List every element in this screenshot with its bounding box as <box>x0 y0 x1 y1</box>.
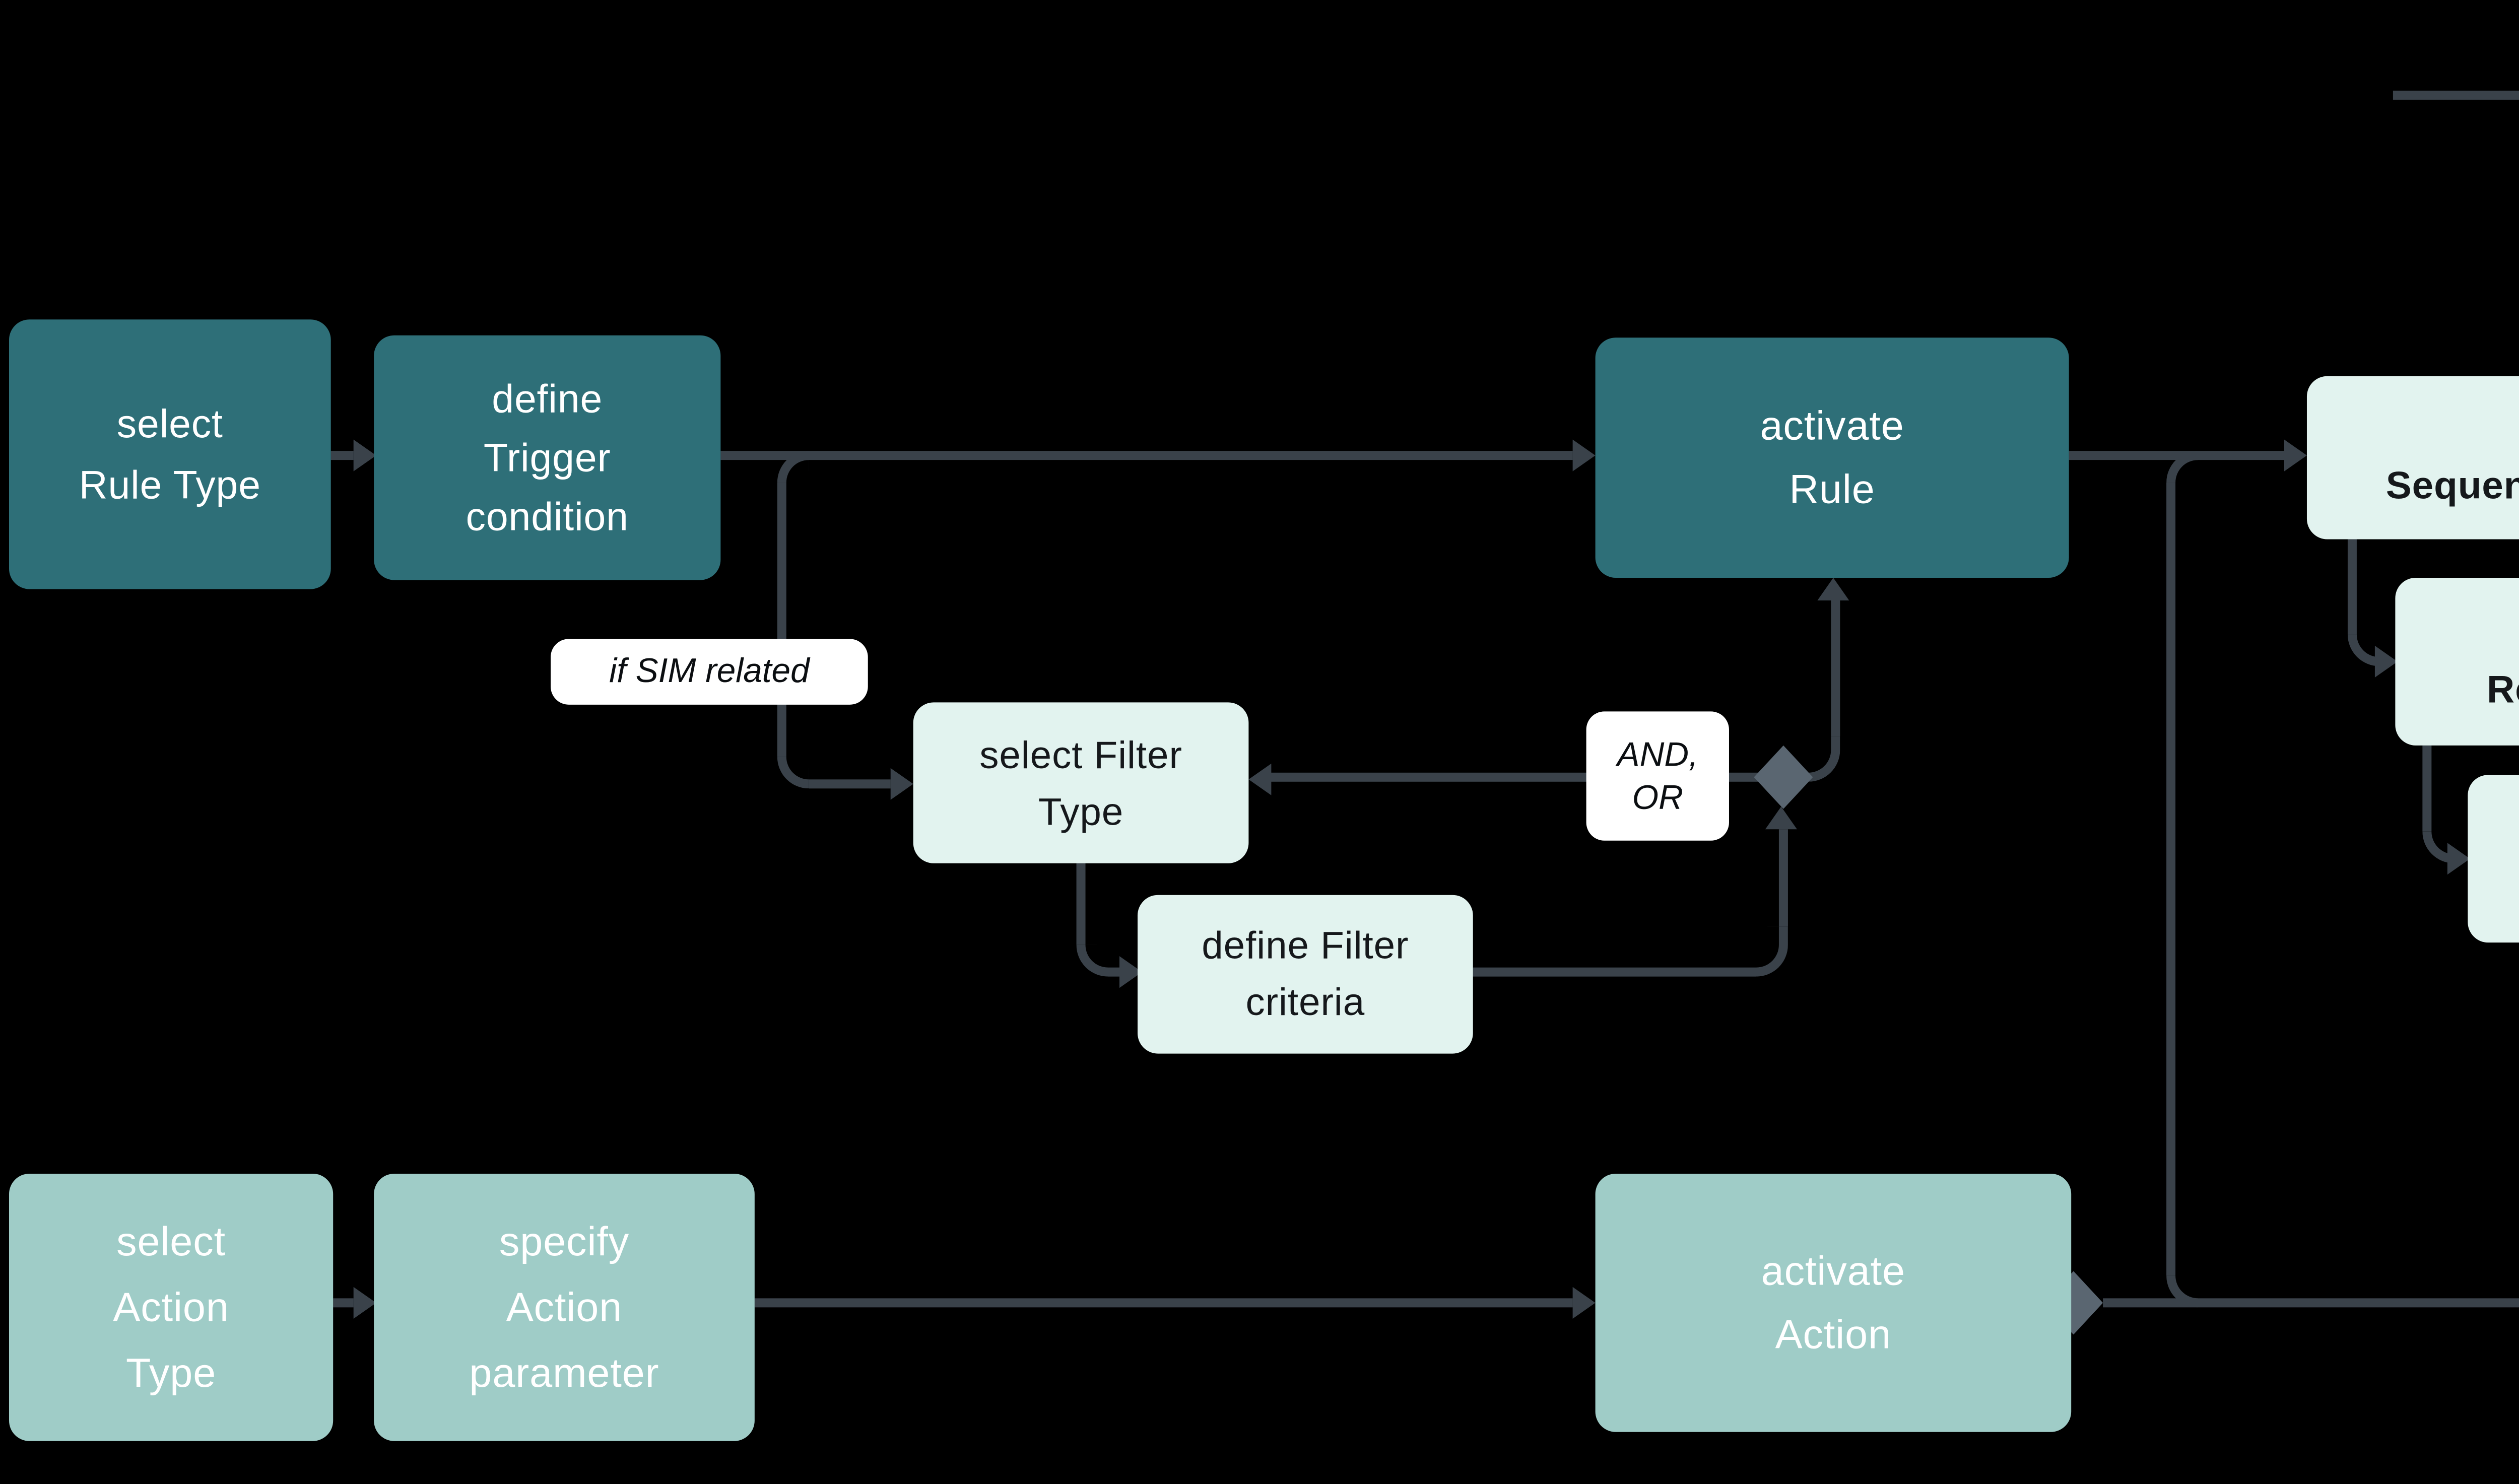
node-line: Sequence Number <box>2385 464 2519 508</box>
node-line: Action <box>113 1284 229 1329</box>
node-line: activate <box>1760 403 1904 449</box>
corner-selectfilter-bottom <box>1076 945 1108 977</box>
edge-action-to-deactivateaction <box>2103 1298 2519 1308</box>
edge-andor-up-vertical <box>1831 600 1840 736</box>
arrowhead-into-setrep <box>2374 645 2398 678</box>
edge-setseq-down <box>2347 539 2357 635</box>
edge-definefilter-up-vertical <box>1778 829 1788 927</box>
node-set-sequence-number: set Sequence Number <box>2306 376 2519 539</box>
edge-into-definefilter <box>1108 967 1120 977</box>
node-specify-action-parameter: specify Action parameter <box>374 1173 755 1441</box>
node-line: specify <box>499 1218 630 1263</box>
arrowhead-into-selectfilter <box>890 768 913 800</box>
edge-sim-branch-horizontal <box>809 779 891 789</box>
corner-sim-branch-bottom <box>777 757 809 789</box>
arrowhead-into-andor-diamond <box>1765 806 1797 830</box>
node-set-execution-type: set Execution Type <box>2468 775 2519 943</box>
arrowhead-into-activaterule-bottom <box>1817 577 1849 600</box>
guard-text: AND, <box>1617 735 1698 774</box>
node-line: Rule <box>1789 466 1875 512</box>
node-line: Rule Type <box>79 461 261 507</box>
edge-selectfilter-down <box>1076 863 1086 945</box>
edge-selectaction-to-specify <box>333 1298 354 1308</box>
arrowhead-into-setexec <box>2447 843 2470 875</box>
guard-text: if SIM related <box>609 652 810 691</box>
node-line: select Filter <box>979 733 1182 776</box>
node-activate-rule: activate Rule <box>1595 338 2069 578</box>
edge-setrep-down <box>2422 745 2432 832</box>
node-select-rule-type: select Rule Type <box>9 319 331 589</box>
node-define-trigger-condition: define Trigger condition <box>374 335 721 580</box>
edge-sim-branch-vertical <box>777 483 786 757</box>
corner-definefilter-up <box>1756 926 1788 977</box>
arrowhead-into-activateaction <box>1572 1287 1596 1319</box>
guard-label-if-sim-related: if SIM related <box>551 639 868 705</box>
edge-activaterule-to-setseq <box>2069 451 2284 460</box>
edge-selectrule-to-definetrigger <box>330 451 354 460</box>
node-define-filter-criteria: define Filter criteria <box>1137 895 1473 1054</box>
node-line: Action <box>1775 1312 1892 1358</box>
arrowhead-into-activaterule <box>1572 439 1596 471</box>
node-line: Repetition Type <box>2486 668 2519 712</box>
node-select-filter-type: select Filter Type <box>913 702 1249 863</box>
node-line: define <box>492 376 603 422</box>
edge-top-to-lifeline-diamond <box>2393 90 2519 100</box>
arrowhead-into-specifyaction <box>353 1287 376 1319</box>
node-line: Type <box>1038 789 1124 833</box>
node-set-repetition-type: set Repetition Type <box>2395 577 2519 746</box>
arrowhead-into-selectfilter-right <box>1248 763 1272 795</box>
node-line: criteria <box>1245 981 1365 1025</box>
node-activate-action: activate Action <box>1595 1173 2072 1432</box>
andor-merge-diamond-icon <box>1754 745 1813 809</box>
edge-definefilter-right <box>1473 967 1756 977</box>
arrowhead-into-definetrigger <box>353 439 376 471</box>
node-line: activate <box>1761 1248 1905 1294</box>
node-line: define Filter <box>1202 924 1409 968</box>
arrowhead-into-setseq <box>2284 439 2307 471</box>
node-line: select <box>116 1218 226 1263</box>
node-line: select <box>116 399 223 445</box>
guard-text: OR <box>1632 778 1683 817</box>
edge-specify-to-activateaction <box>754 1298 1573 1308</box>
edge-definetrigger-to-activaterule <box>720 451 1573 460</box>
node-line: parameter <box>469 1349 659 1395</box>
node-line: condition <box>466 494 629 539</box>
node-line: Action <box>506 1284 623 1329</box>
edge-activaterule-branch-vertical <box>2166 483 2176 1276</box>
guard-label-and-or: AND, OR <box>1586 711 1729 841</box>
node-line: Trigger <box>483 435 611 481</box>
corner-andor-up <box>1808 736 1840 782</box>
node-select-action-type: select Action Type <box>9 1173 334 1441</box>
node-line: Type <box>125 1349 217 1395</box>
